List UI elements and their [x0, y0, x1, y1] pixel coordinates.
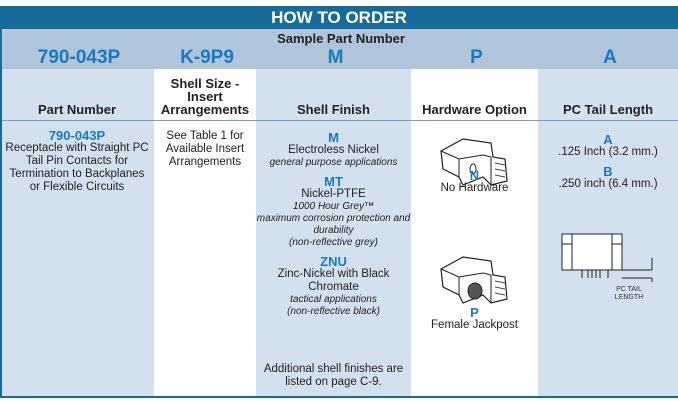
sample-part-number-row: Sample Part Number 790-043P K-9P9 M P A: [0, 29, 678, 69]
tail-name-a: .125 Inch (3.2 mm.): [558, 146, 658, 158]
finish-note: general purpose applications: [269, 157, 398, 168]
finish-code-znu: ZNU: [320, 254, 347, 269]
shell-finish-column: Shell Finish M Electroless Nickel genera…: [256, 69, 411, 397]
bottom-border: [0, 396, 678, 398]
finish-note: 1000 Hour Grey™: [292, 201, 375, 212]
sample-shell-finish: M: [327, 47, 344, 68]
tail-name-b: .250 inch (6.4 mm.): [558, 178, 658, 190]
finish-footnote: Additional shell finishes are listed on …: [263, 363, 404, 388]
finish-code-m: M: [328, 130, 339, 145]
hardware-option-header: Hardware Option: [422, 102, 527, 117]
left-border: [0, 69, 2, 397]
pc-tail-length-column: PC Tail Length A .125 Inch (3.2 mm.) B .…: [538, 69, 678, 397]
connector-female-jackpost-icon: [440, 256, 508, 304]
part-number-header: Part Number: [37, 102, 117, 117]
hardware-code-p: P: [470, 305, 479, 320]
finish-note: (non-reflective black): [287, 306, 380, 317]
sample-hardware: P: [470, 47, 483, 68]
finish-name-mt: Nickel-PTFE: [301, 188, 366, 200]
shell-size-header: Shell Size - Insert Arrangements: [160, 76, 250, 117]
part-number-description: Receptacle with Straight PC Tail Pin Con…: [5, 142, 149, 193]
finish-note: maximum corrosion protection and durabil…: [256, 213, 411, 236]
hardware-name-n: No Hardware: [440, 182, 509, 194]
finish-note: (non-reflective grey): [289, 237, 378, 248]
tail-code-a: A: [603, 132, 613, 147]
connector-no-hardware-icon: [440, 138, 508, 186]
finish-name-znu: Zinc-Nickel with Black Chromate: [277, 268, 390, 293]
pc-tail-length-header: PC Tail Length: [562, 102, 654, 117]
hardware-name-p: Female Jackpost: [431, 319, 518, 331]
how-to-order-title: HOW TO ORDER: [0, 6, 678, 29]
pc-tail-length-label: PC TAIL LENGTH: [614, 286, 644, 301]
sample-part-number-label: Sample Part Number: [277, 31, 405, 46]
finish-note: tactical applications: [290, 294, 377, 305]
part-number-code: 790-043P: [48, 128, 106, 143]
sample-part-number: 790-043P: [37, 47, 121, 68]
shell-size-column: Shell Size - Insert Arrangements See Tab…: [154, 69, 256, 397]
finish-name-m: Electroless Nickel: [288, 144, 379, 156]
shell-size-description: See Table 1 for Available Insert Arrange…: [165, 130, 245, 168]
sample-tail-length: A: [603, 47, 617, 68]
shell-finish-header: Shell Finish: [297, 102, 370, 117]
hardware-code-n: N: [469, 168, 480, 183]
sample-shell-size: K-9P9: [180, 47, 234, 68]
pc-tail-diagram-icon: [561, 233, 653, 282]
hardware-option-column: Hardware Option N No Hardware P Female J…: [411, 69, 538, 397]
tail-code-b: B: [603, 164, 613, 179]
part-number-column: Part Number 790-043P Receptacle with Str…: [0, 69, 154, 397]
finish-code-mt: MT: [324, 174, 343, 189]
